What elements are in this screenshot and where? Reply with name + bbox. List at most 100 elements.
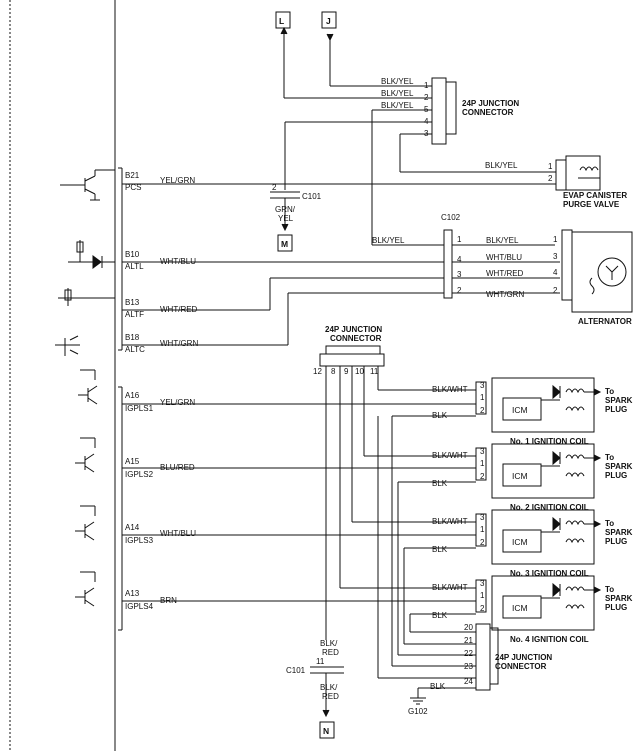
- wire-a15-igpls2: A15 IGPLS2 BLU/RED: [122, 457, 476, 479]
- coil4-icm: ICM: [512, 603, 528, 613]
- evap-pin-1: 1: [548, 162, 553, 171]
- c102-pin-3: 3: [457, 270, 462, 279]
- jt-wire-1: BLK/YEL: [381, 77, 414, 86]
- jm-pin-9: 9: [344, 367, 349, 376]
- jm-pin-12: 12: [313, 367, 322, 376]
- c102-wire-1: BLK/YEL: [486, 236, 519, 245]
- a13-wire: BRN: [160, 596, 177, 605]
- a16-sig: IGPLS1: [125, 404, 154, 413]
- alt-name: ALTERNATOR: [578, 317, 632, 326]
- coil-ground-returns: [377, 416, 476, 679]
- coil3-pin-3: 3: [480, 513, 485, 522]
- coil1-icm: ICM: [512, 405, 528, 415]
- coil4-to-1: To: [605, 585, 614, 594]
- offpage-N: N: [319, 721, 335, 739]
- connector-c101-top: 2 C101 GRN/ YEL: [270, 183, 322, 232]
- jb-pin-24: 24: [464, 677, 473, 686]
- b10-pin: B10: [125, 250, 140, 259]
- a14-wire: WHT/BLU: [160, 529, 196, 538]
- coil2-to-1: To: [605, 453, 614, 462]
- offpage-label-M: M: [281, 239, 288, 249]
- evap-purge-valve: BLK/YEL 1 2 EVAP CANISTER PURGE VALVE: [400, 155, 627, 209]
- coil2-wire-bot: BLK: [432, 479, 448, 488]
- offpage-label-L: L: [279, 16, 284, 26]
- jt-wire-3: BLK/YEL: [381, 101, 414, 110]
- b18-wire: WHT/GRN: [160, 339, 198, 348]
- c101-top-name: C101: [302, 192, 322, 201]
- alternator: 1 3 4 2 ALTERNATOR: [553, 229, 633, 326]
- c101-bot-name: C101: [286, 666, 306, 675]
- ecm-internal-circuits: [55, 169, 115, 607]
- wire-b18-altc: B18 ALTC WHT/GRN: [122, 292, 444, 354]
- coil4-pin-2: 2: [480, 604, 485, 613]
- coil2-to-2: SPARK: [605, 462, 633, 471]
- offpage-label-J: J: [326, 16, 331, 26]
- b13-sig: ALTF: [125, 310, 144, 319]
- coil4-to-2: SPARK: [605, 594, 633, 603]
- evap-pin-2: 2: [548, 174, 553, 183]
- ignition-coil-2: 3 1 2 BLK/WHT BLK ICM To SPARK PLUG No. …: [398, 443, 633, 512]
- coil4-pin-1: 1: [480, 591, 485, 600]
- c101-top-wire-2: YEL: [278, 214, 294, 223]
- jm-title-2: CONNECTOR: [330, 334, 382, 343]
- wire-a13-igpls4: A13 IGPLS4 BRN: [122, 589, 476, 611]
- coil3-icm: ICM: [512, 537, 528, 547]
- c102-wire-2: WHT/BLU: [486, 253, 522, 262]
- coil3-name: No. 3 IGNITION COIL: [510, 569, 589, 578]
- evap-name-1: EVAP CANISTER: [563, 191, 627, 200]
- coil4-wire-top: BLK/WHT: [432, 583, 468, 592]
- connector-c102: C102 1 4 3 2 BLK/YEL BLK/YEL WHT/BLU WHT…: [372, 213, 560, 299]
- coil2-to-3: PLUG: [605, 471, 627, 480]
- jm-pin-10: 10: [355, 367, 364, 376]
- offpage-L: L: [275, 11, 432, 99]
- c101-top-wire-1: GRN/: [275, 205, 296, 214]
- coil2-wire-top: BLK/WHT: [432, 451, 468, 460]
- alt-pin-2: 2: [553, 286, 558, 295]
- jb-pin-20: 20: [464, 623, 473, 632]
- coil2-icm: ICM: [512, 471, 528, 481]
- coil2-pin-2: 2: [480, 472, 485, 481]
- evap-wire: BLK/YEL: [485, 161, 518, 170]
- ignition-coil-1: 3 1 2 BLK/WHT BLK ICM To SPARK PLUG No. …: [392, 377, 633, 446]
- b10-wire: WHT/BLU: [160, 257, 196, 266]
- coil4-wire-bot: BLK: [432, 611, 448, 620]
- coil1-pin-1: 1: [480, 393, 485, 402]
- c102-name: C102: [441, 213, 461, 222]
- a16-pin: A16: [125, 391, 140, 400]
- coil3-to-3: PLUG: [605, 537, 627, 546]
- jt-title-1: 24P JUNCTION: [462, 99, 519, 108]
- a15-pin: A15: [125, 457, 140, 466]
- jb-pin-22: 22: [464, 649, 473, 658]
- evap-name-2: PURGE VALVE: [563, 200, 620, 209]
- jt-pin-2: 2: [424, 93, 429, 102]
- c102-left-wire: BLK/YEL: [372, 236, 405, 245]
- wire-b21-pcs: B21 PCS YEL/GRN: [122, 171, 556, 192]
- b21-pin: B21: [125, 171, 140, 180]
- wire-a14-igpls3: A14 IGPLS3 WHT/BLU: [122, 523, 476, 545]
- jb-wire: BLK: [430, 682, 446, 691]
- a15-sig: IGPLS2: [125, 470, 154, 479]
- coil1-to-2: SPARK: [605, 396, 633, 405]
- c101-top-pin: 2: [272, 183, 277, 192]
- a14-pin: A14: [125, 523, 140, 532]
- c101-bot-wire-bot-2: RED: [322, 692, 339, 701]
- offpage-J: J: [321, 11, 432, 87]
- coil2-name: No. 2 IGNITION COIL: [510, 503, 589, 512]
- ignition-coil-4: 3 1 2 BLK/WHT BLK ICM To SPARK PLUG No. …: [410, 575, 633, 644]
- b21-sig: PCS: [125, 183, 141, 192]
- a16-wire: YEL/GRN: [160, 398, 195, 407]
- wire-b10-altl: B10 ALTL WHT/BLU: [122, 250, 444, 271]
- coil3-to-1: To: [605, 519, 614, 528]
- c101-bot-wire-bot-1: BLK/: [320, 683, 338, 692]
- ecm-outline: [9, 0, 123, 751]
- b18-sig: ALTC: [125, 345, 145, 354]
- junction-connector-top: 1 2 5 4 3 24P JUNCTION CONNECTOR BLK/YEL…: [284, 77, 519, 245]
- a13-sig: IGPLS4: [125, 602, 154, 611]
- jm-pin-8: 8: [331, 367, 336, 376]
- jb-title-1: 24P JUNCTION: [495, 653, 552, 662]
- c102-pin-2: 2: [457, 286, 462, 295]
- coil1-wire-top: BLK/WHT: [432, 385, 468, 394]
- jb-pin-23: 23: [464, 662, 473, 671]
- c101-bot-pin: 11: [316, 657, 325, 666]
